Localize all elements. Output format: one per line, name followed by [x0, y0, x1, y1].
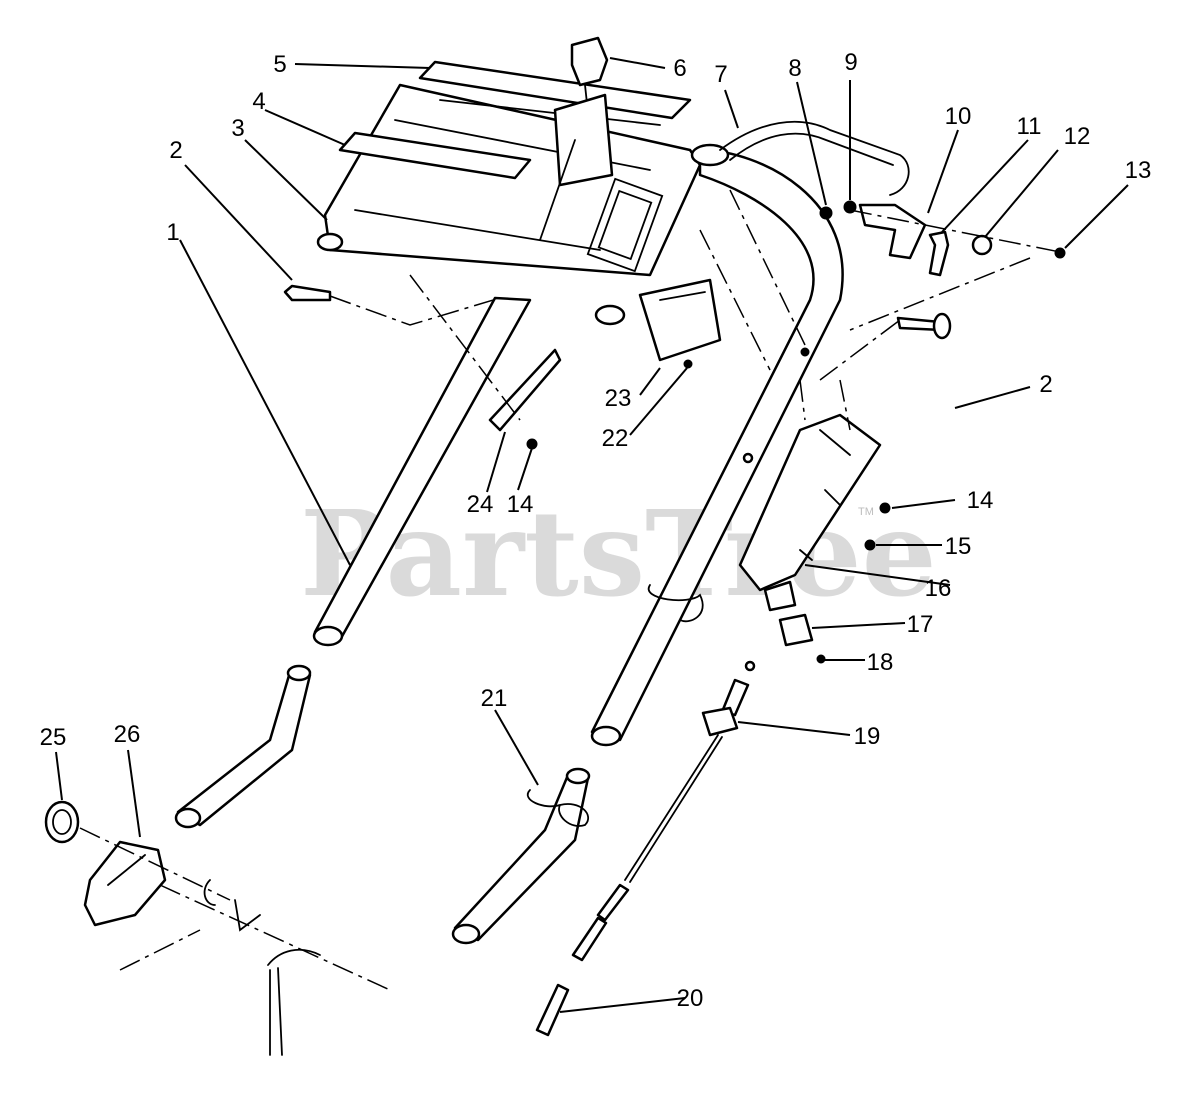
alignment-lines: [409, 189, 851, 431]
callout-6: 6: [673, 55, 686, 82]
callout-3: 3: [231, 115, 244, 142]
callout-1: 1: [166, 219, 179, 246]
bolts: [283, 284, 952, 381]
callout-4: 4: [252, 88, 265, 115]
callout-17: 17: [907, 611, 934, 638]
callout-2-right: 2: [1039, 371, 1052, 398]
nut-8: [819, 206, 833, 220]
panel-strip: [338, 131, 532, 180]
small-fasteners: [526, 359, 891, 664]
callout-9: 9: [844, 49, 857, 76]
center-lower-handle: [451, 767, 591, 945]
callout-11: 11: [1017, 113, 1042, 140]
leader-lines: [55, 57, 1129, 1013]
callout-18: 18: [867, 649, 894, 676]
speed-control-bracket: [738, 413, 882, 647]
cable-adjuster: [701, 706, 739, 737]
callout-14-left: 14: [507, 491, 534, 518]
callout-24: 24: [467, 491, 494, 518]
callout-23: 23: [605, 385, 632, 412]
panel-bracket: [638, 278, 722, 362]
pivot-bolt: [928, 230, 950, 277]
handle-clip: [647, 584, 704, 623]
callout-22: 22: [602, 425, 629, 452]
callout-25: 25: [40, 724, 67, 751]
left-upper-handle: [312, 296, 562, 647]
cable-spring: [535, 983, 570, 1037]
watermark-trademark: TM: [858, 506, 874, 518]
callout-2-left: 2: [169, 137, 182, 164]
callout-14-right: 14: [967, 487, 994, 514]
knob-25: [44, 800, 80, 844]
callout-26: 26: [114, 721, 141, 748]
control-cable: [535, 660, 756, 1037]
callout-13: 13: [1125, 157, 1152, 184]
callout-labels: 1 2 2 3 4 5 6 7 8 9 10 11 12 13 14 14 15…: [40, 49, 1152, 1012]
callout-20: 20: [677, 985, 704, 1012]
shift-knob: [570, 36, 609, 87]
cable-guide-assembly: [44, 800, 391, 1056]
pivot-bracket: [858, 203, 927, 260]
left-lower-handle: [174, 664, 312, 829]
bolt-left: [283, 284, 332, 302]
callout-7: 7: [714, 61, 727, 88]
shift-gate: [553, 93, 614, 187]
right-upper-handle: [590, 120, 910, 747]
bail: [719, 120, 910, 196]
screw-13: [1054, 247, 1066, 259]
cable-guide-26: [83, 840, 167, 927]
callout-12: 12: [1064, 123, 1091, 150]
upper-hardware: [819, 200, 1066, 331]
callout-15: 15: [945, 533, 972, 560]
control-panel-assembly: [316, 36, 722, 362]
callout-21: 21: [481, 685, 508, 712]
washer-12: [971, 234, 993, 256]
callout-8: 8: [788, 55, 801, 82]
callout-16: 16: [925, 575, 952, 602]
callout-5: 5: [273, 51, 286, 78]
callout-19: 19: [854, 723, 881, 750]
callout-10: 10: [945, 103, 972, 130]
